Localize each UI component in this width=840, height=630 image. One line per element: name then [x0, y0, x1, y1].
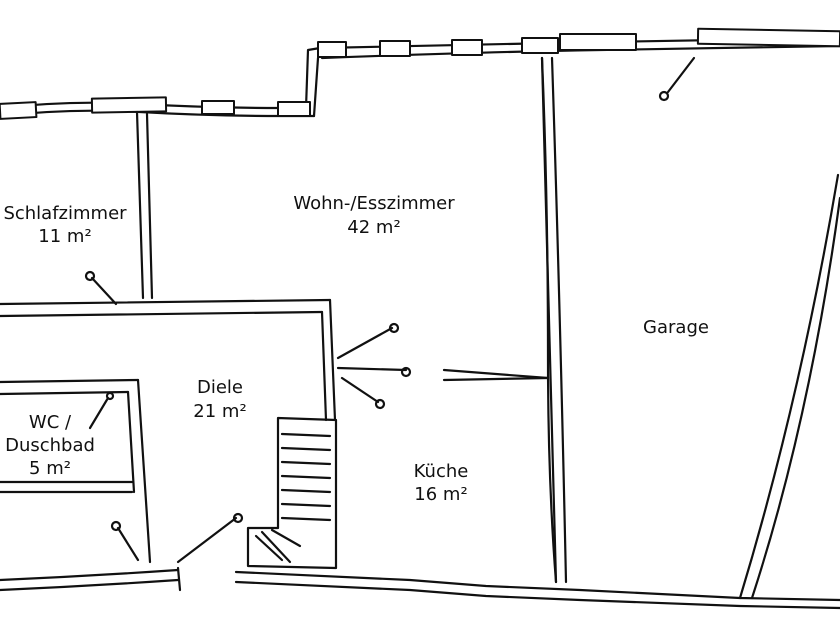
- room-label-garage: Garage: [643, 317, 709, 338]
- room-area-wc: 5 m²: [29, 458, 71, 479]
- room-area-kueche: 16 m²: [414, 484, 467, 505]
- room-area-schlafzimmer: 11 m²: [38, 226, 91, 247]
- room-area-diele: 21 m²: [193, 401, 246, 422]
- room-label-schlafzimmer: Schlafzimmer: [3, 203, 127, 224]
- windows: [0, 27, 840, 120]
- exterior-walls: [0, 36, 840, 610]
- interior-walls: [0, 56, 840, 600]
- room-area-wohn-esszimmer: 42 m²: [347, 217, 400, 238]
- room-label-wohn-esszimmer: Wohn-/Esszimmer: [293, 193, 455, 214]
- room-label-wc-line2: Duschbad: [5, 435, 95, 456]
- room-label-kueche: Küche: [414, 461, 469, 482]
- staircase: [246, 416, 338, 570]
- room-label-wc-line1: WC /: [29, 412, 72, 433]
- doors: [84, 56, 696, 564]
- room-label-diele: Diele: [197, 377, 243, 398]
